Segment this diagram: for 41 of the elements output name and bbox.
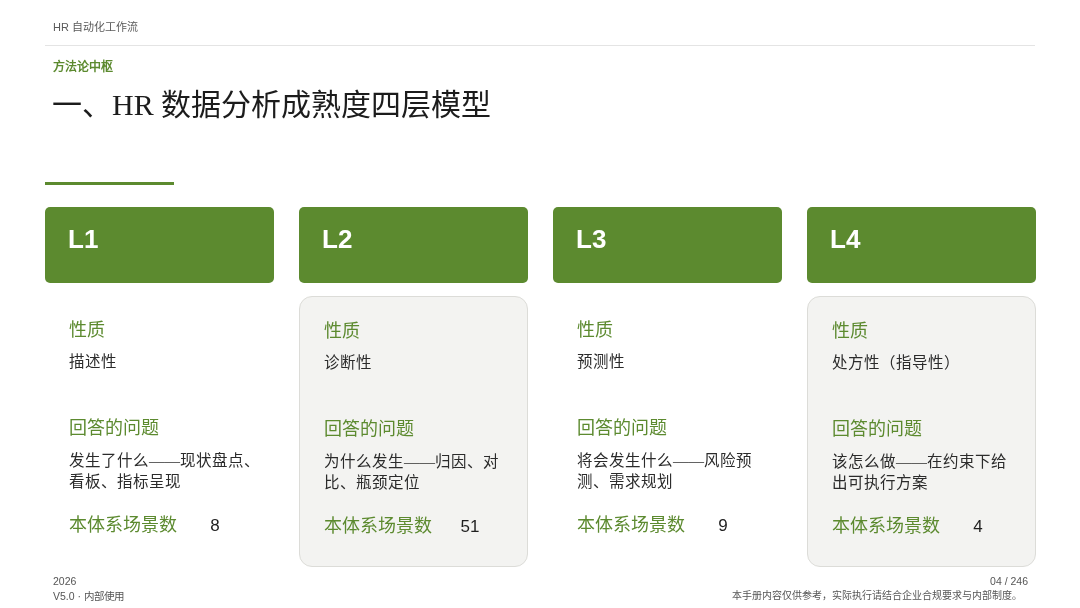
field-text: 预测性 xyxy=(577,352,625,372)
footer-text: 2026 xyxy=(53,574,77,588)
page-title: 一、HR 数据分析成熟度四层模型 xyxy=(52,87,492,123)
card-panel xyxy=(807,296,1036,567)
level-banner xyxy=(807,207,1036,283)
count-number: 8 xyxy=(210,515,220,537)
field-heading: 回答的问题 xyxy=(324,418,414,440)
field-heading: 本体系场景数 xyxy=(324,515,432,537)
level-banner xyxy=(299,207,528,283)
level-label: L2 xyxy=(322,224,353,254)
field-heading: 性质 xyxy=(324,320,360,342)
level-label: L1 xyxy=(68,224,99,254)
field-heading: 回答的问题 xyxy=(69,417,159,439)
field-text: 发生了什么——现状盘点、看板、指标呈现 xyxy=(69,451,261,492)
level-banner xyxy=(45,207,274,283)
level-label: L4 xyxy=(830,224,861,254)
section-label: 方法论中枢 xyxy=(53,60,113,75)
field-heading: 性质 xyxy=(832,320,868,342)
field-text: 将会发生什么——风险预测、需求规划 xyxy=(577,451,753,492)
field-heading: 回答的问题 xyxy=(832,418,922,440)
page-number: 04 / 246 xyxy=(990,574,1028,588)
field-text: 该怎么做——在约束下给出可执行方案 xyxy=(832,452,1008,493)
field-heading: 性质 xyxy=(69,319,105,341)
running-header: HR 自动化工作流 xyxy=(53,20,138,34)
footer-text: V5.0 · 内部使用 xyxy=(53,589,124,603)
count-number: 9 xyxy=(718,515,728,537)
field-heading: 本体系场景数 xyxy=(577,514,685,536)
field-text: 处方性（指导性） xyxy=(832,353,960,373)
field-heading: 回答的问题 xyxy=(577,417,667,439)
card-panel xyxy=(299,296,528,567)
field-heading: 本体系场景数 xyxy=(832,515,940,537)
field-text: 描述性 xyxy=(69,352,117,372)
field-heading: 性质 xyxy=(577,319,613,341)
level-banner xyxy=(553,207,782,283)
field-text: 为什么发生——归因、对比、瓶颈定位 xyxy=(324,452,500,493)
disclaimer-text: 本手册内容仅供参考，实际执行请结合企业合规要求与内部制度。 xyxy=(732,589,1022,603)
count-number: 51 xyxy=(460,516,480,538)
level-label: L3 xyxy=(576,224,607,254)
field-text: 诊断性 xyxy=(324,353,372,373)
count-number: 4 xyxy=(973,516,983,538)
field-heading: 本体系场景数 xyxy=(69,514,177,536)
